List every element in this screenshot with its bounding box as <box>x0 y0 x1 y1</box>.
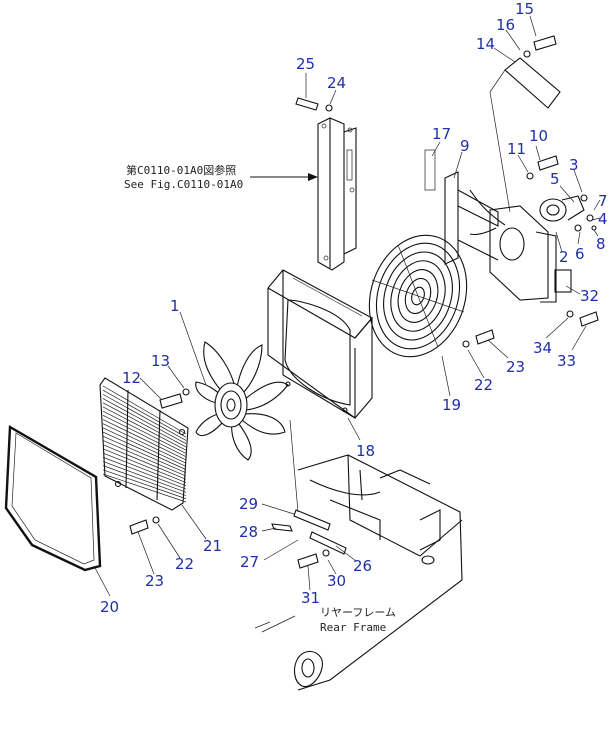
callout-labels: 15 16 14 25 24 17 9 10 11 3 5 7 4 6 8 2 … <box>100 0 608 616</box>
support-stay <box>289 419 347 555</box>
callout-7: 7 <box>598 192 608 210</box>
grille-slat <box>102 402 187 448</box>
callout-12: 12 <box>122 369 141 387</box>
grille-slat <box>102 461 187 493</box>
callout-16: 16 <box>496 16 515 34</box>
grille-slat <box>102 452 187 487</box>
cooling-fan <box>195 341 289 461</box>
grille-slat <box>102 469 187 500</box>
callout-29: 29 <box>239 495 258 513</box>
callout-23-right: 23 <box>506 358 525 376</box>
grille-slat <box>102 440 187 477</box>
grille-slat <box>102 406 187 451</box>
reference-note-jp: 第C0110-01A0図参照 <box>126 163 236 177</box>
grille-slat <box>102 444 187 480</box>
callout-34: 34 <box>533 339 552 357</box>
callout-24: 24 <box>327 74 346 92</box>
grille-slat <box>102 398 187 445</box>
callout-21: 21 <box>203 537 222 555</box>
callout-18: 18 <box>356 442 375 460</box>
grille-slat <box>102 394 187 441</box>
callout-1: 1 <box>170 297 180 315</box>
callout-3: 3 <box>569 156 579 174</box>
electric-fan-assembly <box>368 234 468 358</box>
callout-4: 4 <box>598 210 608 228</box>
rear-frame-label-en: Rear Frame <box>320 621 386 634</box>
callout-9: 9 <box>460 137 470 155</box>
callout-17: 17 <box>432 125 451 143</box>
grille-slat <box>102 465 187 496</box>
grille-slat <box>102 385 187 435</box>
rubber-seal <box>4 424 102 572</box>
callout-13: 13 <box>151 352 170 370</box>
callout-33: 33 <box>557 352 576 370</box>
callout-10: 10 <box>529 127 548 145</box>
callout-26: 26 <box>353 557 372 575</box>
grille-slat <box>102 415 187 457</box>
callout-27: 27 <box>240 553 259 571</box>
callout-23-left: 23 <box>145 572 164 590</box>
grille-slat <box>102 419 187 461</box>
callout-31: 31 <box>301 589 320 607</box>
leader-lines <box>93 15 601 597</box>
callout-22-left: 22 <box>175 555 194 573</box>
grille-slat <box>102 389 187 438</box>
grille-slat <box>102 448 187 483</box>
fan-guard-grille <box>99 377 189 511</box>
callout-2: 2 <box>559 248 569 266</box>
grille-slat <box>102 427 187 467</box>
bolts-and-washers <box>129 35 599 569</box>
rear-frame <box>254 454 463 691</box>
radiator-side-plate <box>317 117 357 271</box>
grille-slat <box>102 410 187 454</box>
grille-slat <box>102 456 187 490</box>
callout-28: 28 <box>239 523 258 541</box>
reference-note-en: See Fig.C0110-01A0 <box>124 178 243 191</box>
grille-slat <box>102 435 187 474</box>
callout-8: 8 <box>596 235 606 253</box>
cover-plate <box>489 57 561 213</box>
fan-shroud <box>267 269 373 420</box>
rear-frame-label-jp: リヤーフレーム <box>320 606 396 619</box>
callout-15: 15 <box>515 0 534 18</box>
callout-6: 6 <box>575 245 585 263</box>
callout-22-right: 22 <box>474 376 493 394</box>
callout-19: 19 <box>442 396 461 414</box>
callout-11: 11 <box>507 140 526 158</box>
fan-motor <box>539 195 585 293</box>
callout-25: 25 <box>296 55 315 73</box>
callout-30: 30 <box>327 572 346 590</box>
callout-5: 5 <box>550 170 560 188</box>
reference-arrow <box>250 173 318 181</box>
fan-bracket <box>424 149 557 303</box>
callout-20: 20 <box>100 598 119 616</box>
grille-slat <box>102 473 187 503</box>
grille-slat <box>102 431 187 470</box>
callout-32: 32 <box>580 287 599 305</box>
callout-14: 14 <box>476 35 495 53</box>
grille-slat <box>102 423 187 464</box>
